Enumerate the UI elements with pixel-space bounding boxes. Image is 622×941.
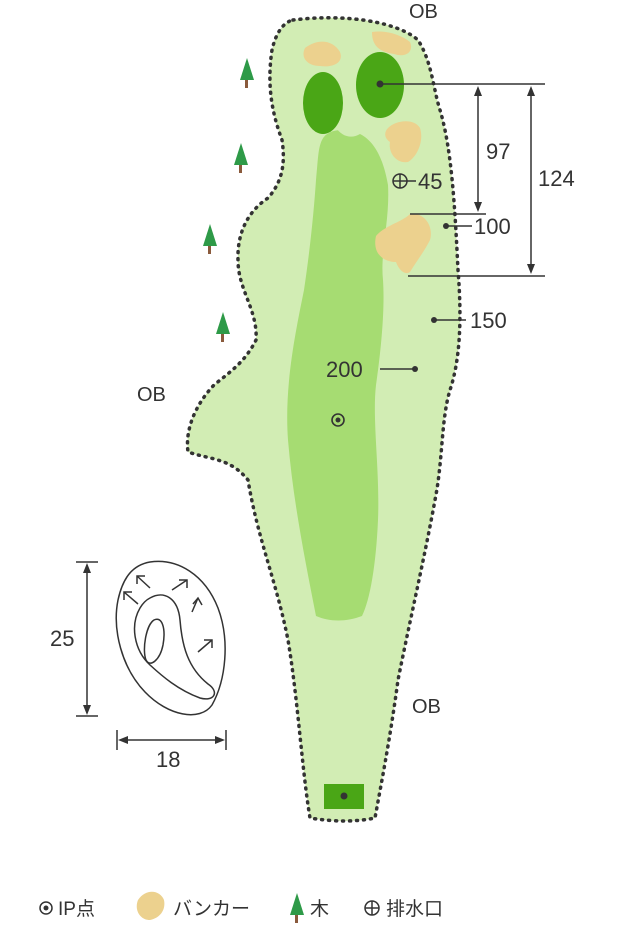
drain-icon xyxy=(392,173,408,189)
legend-tree-icon xyxy=(290,893,304,923)
label-45: 45 xyxy=(418,169,442,194)
tee-dot xyxy=(340,792,348,800)
dimension-97 xyxy=(474,86,482,212)
label-200: 200 xyxy=(326,357,363,382)
fairway xyxy=(287,130,389,621)
dimension-depth xyxy=(76,561,98,717)
legend-ip-icon xyxy=(39,901,53,915)
legend-tree-label: 木 xyxy=(310,898,329,920)
green-left xyxy=(303,72,343,134)
legend-drain-icon xyxy=(364,900,380,916)
tree xyxy=(216,312,230,342)
ob-label-bottom: OB xyxy=(412,696,441,718)
ob-label-top: OB xyxy=(409,1,438,23)
dimension-124 xyxy=(527,86,535,274)
label-depth: 25 xyxy=(50,626,74,651)
tree xyxy=(234,143,248,173)
label-97: 97 xyxy=(486,139,510,164)
tree xyxy=(203,224,217,254)
label-width: 18 xyxy=(156,747,180,772)
ob-label-left: OB xyxy=(137,384,166,406)
ip-point-inner xyxy=(335,417,341,423)
bunker-top-right xyxy=(372,31,412,56)
legend-drain-label: 排水口 xyxy=(386,898,443,920)
bunker-right-2 xyxy=(375,213,431,274)
legend: IP点 バンカー 木 排水口 xyxy=(39,891,443,923)
legend-ip-label: IP点 xyxy=(58,898,95,920)
green-contour-diagram xyxy=(115,560,226,716)
bunker-top-left xyxy=(303,41,341,67)
legend-bunker-icon xyxy=(136,891,165,920)
dimension-width xyxy=(116,730,227,750)
bunker-right-1 xyxy=(385,121,422,163)
ip-point-outer xyxy=(331,413,345,427)
label-124: 124 xyxy=(538,166,575,191)
tree xyxy=(240,58,254,88)
label-100: 100 xyxy=(474,214,511,239)
label-150: 150 xyxy=(470,308,507,333)
legend-bunker-label: バンカー xyxy=(173,899,250,920)
